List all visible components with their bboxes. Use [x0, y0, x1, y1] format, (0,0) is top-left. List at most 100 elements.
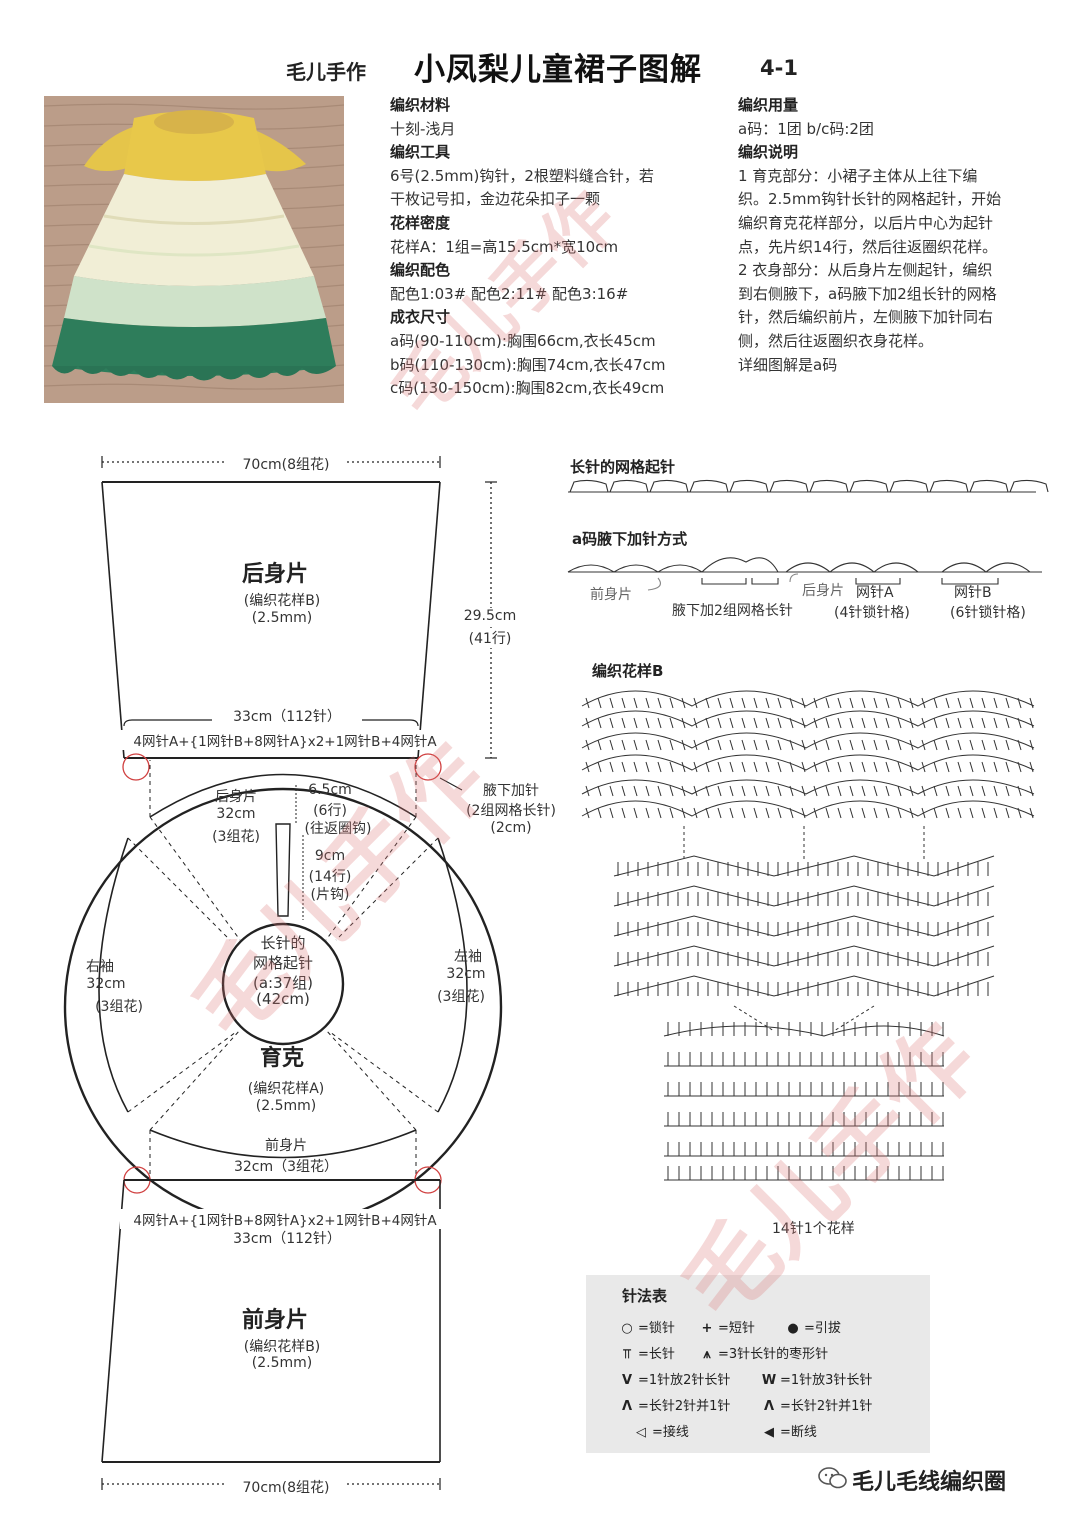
info_left-line: 成衣尺寸 [390, 308, 451, 327]
info_left-line: 十刻-浅月 [390, 119, 456, 138]
info_left-line: 编织工具 [390, 143, 451, 162]
info_right-line: 织。2.5mm钩针长针的网格起针，开始 [738, 190, 1002, 209]
front-panel-pattern: (编织花样B) [243, 1339, 321, 1355]
chain-mesh [929, 479, 969, 493]
chain-mesh [569, 479, 609, 493]
legend-item-dc: ⫪=长针 [623, 1347, 675, 1362]
legend-item-slip: ●=引拔 [787, 1321, 841, 1336]
netA-desc: (4针锁针格) [834, 605, 910, 621]
legend-item-bobble: ⩚=3针长针的枣形针 [703, 1347, 829, 1362]
chain-mesh [729, 479, 769, 493]
back-top-width: 70cm(8组花) [226, 454, 346, 474]
legend-item-dec-b: Λ=长针2针并1针 [763, 1399, 873, 1414]
netB-desc: (6针锁针格) [950, 605, 1026, 621]
slit-height: 9cm [314, 848, 346, 864]
neck-chain-line2: 网格起针 [252, 954, 313, 972]
front-formula: 4网针A+{1网针B+8网针A}x2+1网针B+4网针A [120, 1209, 450, 1229]
info_left-line: 6号(2.5mm)钩针，2根塑料缝合针，若 [390, 166, 654, 185]
slit-rows: (6行) [313, 803, 347, 819]
yoke-back-size: 32cm [216, 806, 256, 822]
increase-back-tag: 后身片 [802, 583, 844, 599]
info_left-line: a码(90-110cm):胸围66cm,衣长45cm [390, 331, 656, 350]
chain-mesh [849, 479, 889, 493]
legend-item-inc2: V=1针放2针长针 [621, 1373, 731, 1388]
info_left-line: 编织材料 [390, 96, 451, 114]
chain-mesh [649, 479, 689, 493]
info_right-line: 到右侧腋下，a码腋下加2组长针的网格 [738, 284, 997, 303]
left-sleeve-size: 32cm [446, 966, 486, 982]
repeat-label: 14针1个花样 [772, 1221, 855, 1237]
footer-account: 毛儿毛线编织圈 [852, 1470, 1007, 1495]
back-height: 29.5cm [460, 608, 520, 624]
info_right-line: 针，然后编织前片，左侧腋下加针同右 [738, 308, 994, 327]
netB-label: 网针B [954, 585, 992, 601]
yoke-front-size: 32cm（3组花） [233, 1159, 339, 1175]
front-top-width: 33cm（112针） [212, 1228, 362, 1248]
increase-chart [567, 557, 1042, 591]
back-bottom-width: 33cm（112针） [212, 706, 362, 726]
info_right-line: 详细图解是a码 [738, 355, 838, 374]
slit-rows2: (14行) [308, 869, 352, 885]
back-panel-name: 后身片 [242, 562, 309, 587]
slit-method2: (片钩) [310, 887, 350, 903]
front-panel-name: 前身片 [242, 1308, 309, 1333]
page-title: 小凤梨儿童裙子图解 [414, 52, 702, 88]
armpit-detail: (2组网格长针) [466, 803, 556, 819]
back-formula: 4网针A+{1网针B+8网针A}x2+1网针B+4网针A [120, 730, 450, 750]
info_right-line: 1 育克部分：小裙子主体从上往下编 [738, 166, 978, 185]
legend-title: 针法表 [622, 1287, 668, 1305]
yoke-pattern: (编织花样A) [247, 1081, 325, 1097]
front-panel-hook: (2.5mm) [251, 1355, 313, 1371]
info-left-column: 编织材料十刻-浅月编织工具 6号(2.5mm)钩针，2根塑料缝合针，若干枚记号扣，… [390, 94, 710, 401]
chain-mesh [809, 479, 849, 493]
legend-item-sc: +=短针 [701, 1321, 755, 1336]
left-sleeve-label: 左袖 [454, 949, 482, 965]
legend-item-join: ◁=接线 [636, 1425, 689, 1440]
right-sleeve-size: 32cm [86, 976, 126, 992]
neck-chain-line4: (42cm) [256, 990, 310, 1008]
right-sleeve-groups: (3组花) [95, 999, 143, 1015]
chain-mesh [969, 479, 1009, 493]
dress-photo [44, 96, 344, 403]
info_right-line: a码：1团 b/c码:2团 [738, 119, 874, 138]
schematic-diagram [63, 456, 503, 1490]
page-number: 4-1 [760, 56, 798, 80]
legend-item-inc3: W=1针放3针长针 [761, 1373, 873, 1388]
info_right-line: 编织育克花样部分，以后片中心为起针 [738, 213, 994, 232]
info_left-line: 编织配色 [390, 261, 451, 280]
yoke-back-label: 后身片 [215, 789, 257, 805]
increase-label: 腋下加2组网格长针 [672, 603, 793, 619]
back-rows: (41行) [460, 628, 520, 648]
chain-chart [568, 479, 1049, 493]
increase-chart-title: a码腋下加针方式 [572, 530, 688, 548]
neck-chain-line1: 长针的 [260, 934, 306, 952]
info_left-line: 配色1:03# 配色2:11# 配色3:16# [390, 284, 629, 303]
wechat-icon [818, 1467, 847, 1489]
slit-width: 6.5cm [308, 782, 352, 798]
neck-chain-line3: (a:37组) [252, 974, 314, 992]
info_right-line: 点，先片织14行，然后往返圈织花样。 [738, 237, 998, 256]
increase-front-tag: 前身片 [590, 587, 632, 603]
armpit-size: (2cm) [490, 820, 532, 836]
yoke-back-groups: (3组花) [212, 829, 260, 845]
chain-mesh [1009, 479, 1049, 493]
back-panel-hook: (2.5mm) [251, 610, 313, 626]
chain-mesh [689, 479, 729, 493]
info_left-line: 花样密度 [390, 213, 451, 232]
yoke-name: 育克 [260, 1046, 305, 1071]
info_right-line: 2 衣身部分：从后身片左侧起针，编织 [738, 261, 993, 280]
info_left-line: 干枚记号扣，金边花朵扣子一颗 [390, 190, 601, 209]
legend-item-fasten: ◀=断线 [764, 1425, 817, 1440]
armpit-title: 腋下加针 [483, 783, 539, 799]
info_left-line: c码(130-150cm):胸围82cm,衣长49cm [390, 379, 665, 398]
yoke-front-label: 前身片 [265, 1138, 307, 1154]
brand-name: 毛儿手作 [286, 60, 366, 84]
info_left-line: 花样A：1组=高15.5cm*宽10cm [390, 237, 619, 256]
chain-mesh [609, 479, 649, 493]
info_left-line: b码(110-130cm):胸围74cm,衣长47cm [390, 355, 666, 374]
netA-label: 网针A [856, 585, 894, 601]
info_right-line: 侧，然后往返圈织衣身花样。 [738, 331, 934, 350]
chain-chart-title: 长针的网格起针 [570, 458, 676, 476]
front-bottom-width: 70cm(8组花) [226, 1477, 346, 1497]
